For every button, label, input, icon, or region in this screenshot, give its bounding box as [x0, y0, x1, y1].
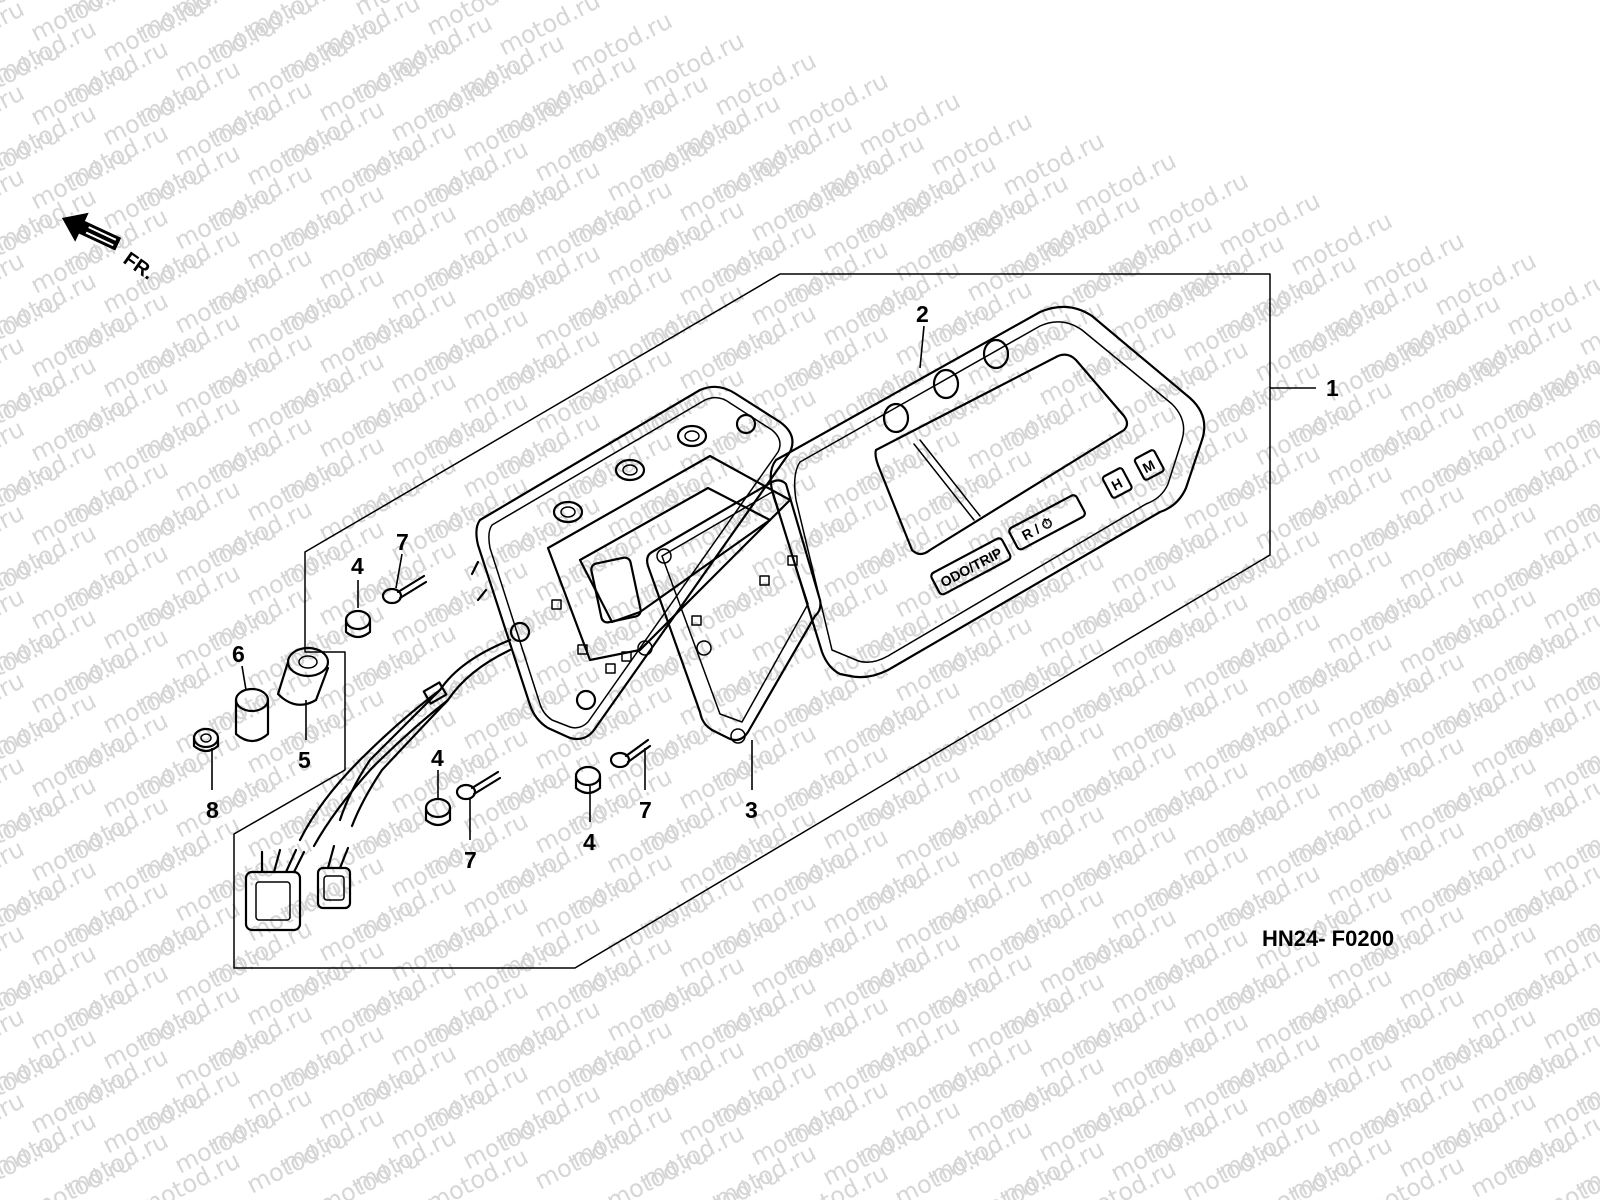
indicator-lens [932, 368, 960, 400]
mounting-boss [676, 424, 708, 448]
callout-4-right: 4 [583, 786, 596, 855]
rubber-grommet [344, 609, 372, 639]
svg-text:2: 2 [916, 301, 929, 327]
callout-3: 3 [745, 740, 758, 823]
indicator-lens [882, 402, 910, 434]
svg-text:4: 4 [351, 553, 364, 579]
callout-7-middle: 7 [464, 798, 477, 873]
screw [609, 738, 652, 769]
screw [455, 770, 502, 801]
callout-6: 6 [232, 641, 247, 691]
front-direction-arrow-icon [62, 212, 122, 251]
svg-text:8: 8 [206, 797, 219, 823]
assembly-boundary [233, 273, 1271, 969]
meter-case [470, 385, 798, 741]
svg-text:6: 6 [232, 641, 245, 667]
callout-7-top: 7 [395, 529, 409, 589]
svg-text:7: 7 [396, 529, 409, 555]
harness-connector-small [316, 844, 352, 910]
mount-rubber [276, 646, 330, 706]
callout-4-middle: 4 [431, 745, 444, 798]
rubber-grommet [574, 765, 602, 795]
mounting-boss [552, 500, 584, 524]
callout-2: 2 [916, 301, 929, 369]
wire-harness [298, 638, 512, 848]
rubber-grommet [424, 797, 452, 827]
svg-text:5: 5 [298, 747, 311, 773]
harness-connector-large [244, 848, 306, 932]
callout-7-right: 7 [639, 748, 652, 823]
svg-text:3: 3 [745, 797, 758, 823]
callout-1: 1 [1270, 375, 1339, 401]
diagram-code: HN24- F0200 [1262, 926, 1394, 951]
collar [234, 687, 270, 743]
callout-4-top: 4 [351, 553, 364, 608]
svg-text:4: 4 [431, 745, 444, 771]
screw [381, 574, 428, 605]
meter-case-cover: ODO/TRIP R / ⏱ H M [769, 305, 1206, 679]
indicator-lens [982, 338, 1010, 370]
svg-text:7: 7 [639, 797, 652, 823]
meter-gasket [646, 479, 822, 744]
mounting-boss [614, 458, 646, 482]
svg-text:7: 7 [464, 847, 477, 873]
svg-text:4: 4 [583, 829, 596, 855]
svg-text:1: 1 [1326, 375, 1339, 401]
callout-5: 5 [298, 700, 311, 773]
callout-8: 8 [206, 748, 219, 823]
nut [192, 727, 220, 753]
